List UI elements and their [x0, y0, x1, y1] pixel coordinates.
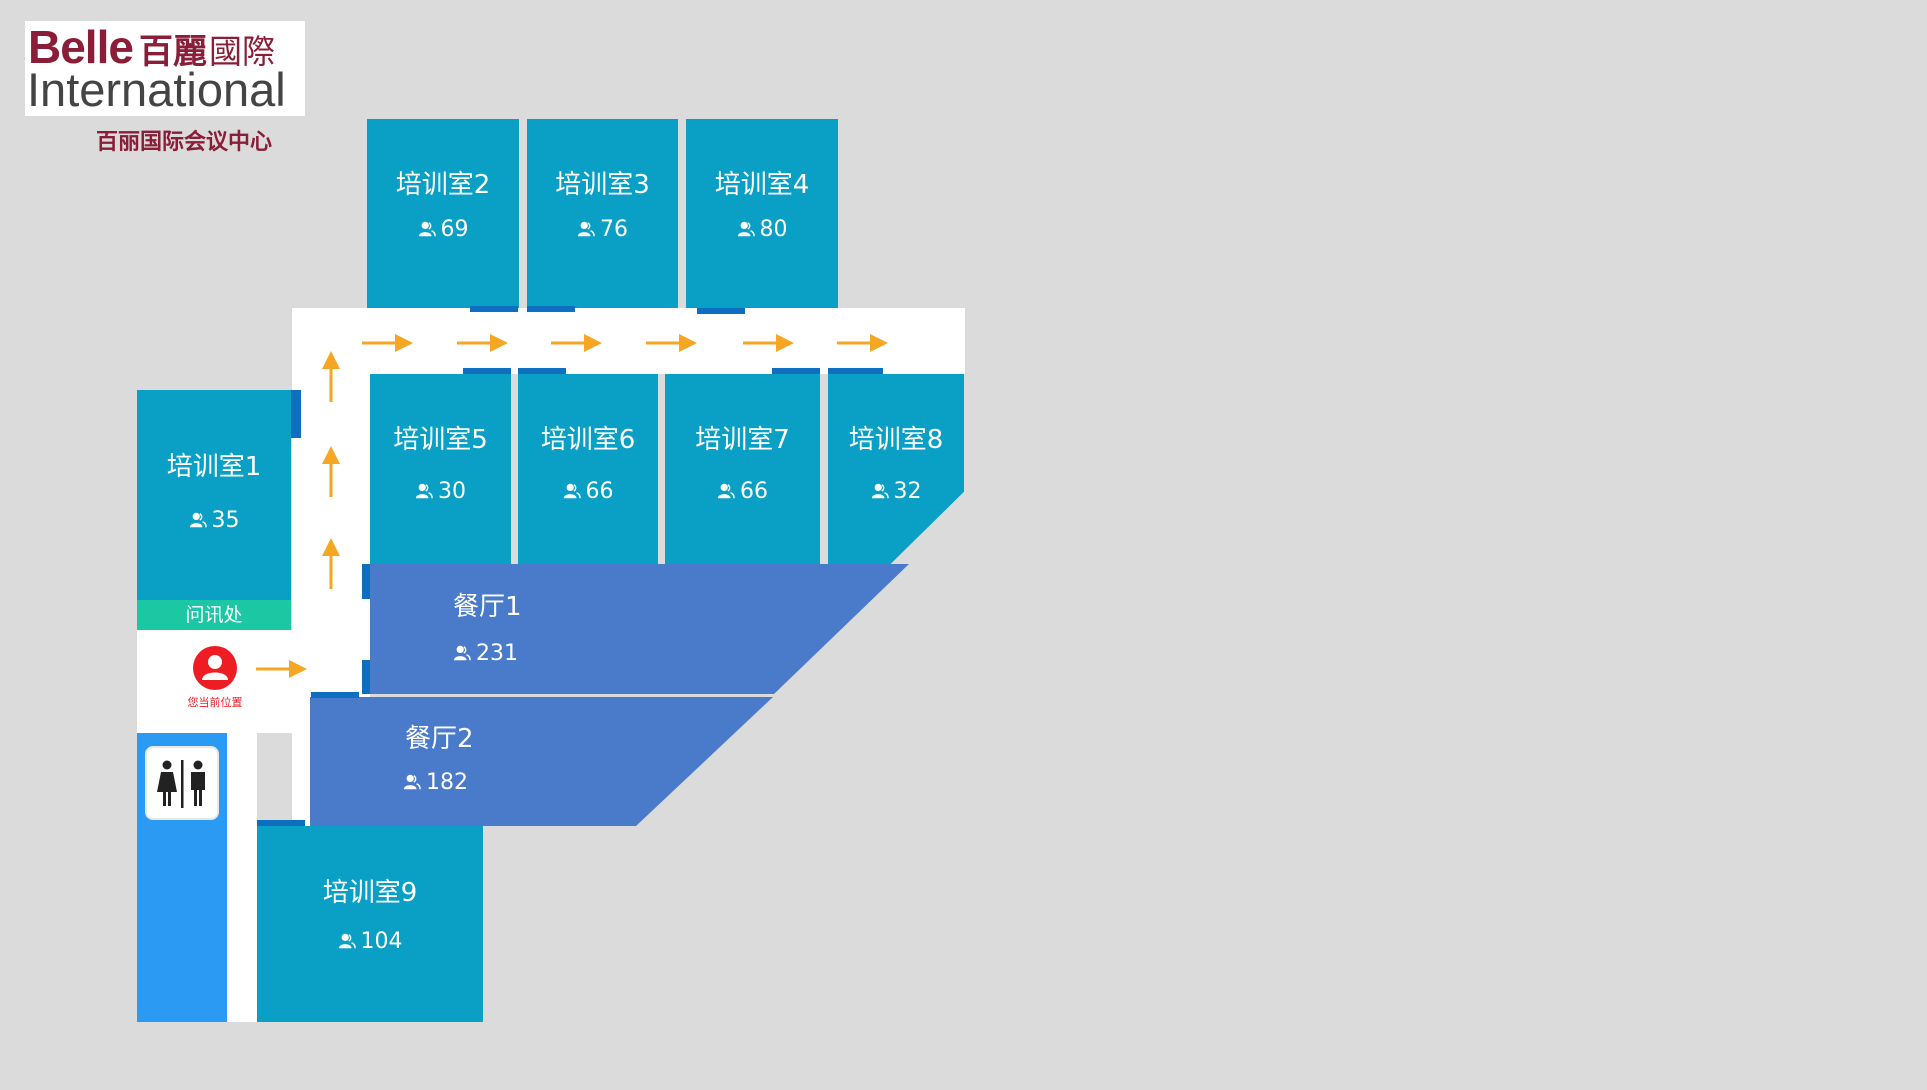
current-location-label: 您当前位置	[187, 696, 243, 709]
door-hall-2	[311, 692, 359, 698]
training-room-2[interactable]: 培训室2 69	[367, 119, 519, 308]
person-icon	[737, 221, 755, 237]
person-icon	[403, 774, 421, 790]
logo-brand-en: Belle	[28, 21, 134, 73]
door-room-8	[828, 368, 883, 374]
room-name: 培训室7	[695, 425, 790, 455]
capacity-value: 69	[440, 217, 469, 242]
person-pin-icon	[193, 646, 237, 690]
room-name: 培训室3	[555, 170, 650, 200]
room-name: 培训室1	[166, 452, 262, 482]
room-name: 培训室5	[393, 425, 488, 455]
restroom-icon	[145, 746, 219, 820]
room-name: 培训室4	[714, 170, 810, 200]
venue-subtitle: 百丽国际会议中心	[96, 130, 273, 155]
capacity-value: 35	[211, 508, 240, 533]
dining-hall-1-capacity: 231	[453, 641, 518, 667]
room-capacity: 76	[527, 217, 678, 243]
room-capacity: 66	[518, 479, 658, 505]
capacity-value: 231	[476, 641, 518, 666]
training-room-6[interactable]: 培训室6 66	[518, 374, 658, 564]
room-name: 培训室6	[540, 425, 636, 455]
training-room-5[interactable]: 培训室5 30	[370, 374, 511, 564]
info-desk: 问讯处	[137, 600, 291, 630]
logo-brand-cn-light: 國際	[208, 32, 275, 71]
door-room-4	[697, 308, 745, 314]
person-icon	[453, 645, 471, 661]
person-icon	[418, 221, 436, 237]
restroom-figures	[157, 760, 205, 808]
capacity-value: 182	[426, 770, 468, 795]
room-name: 培训室8	[848, 425, 944, 455]
capacity-value: 80	[759, 217, 788, 242]
logo-brand-sub: International	[27, 63, 286, 116]
training-room-3[interactable]: 培训室3 76	[527, 119, 678, 308]
capacity-value: 66	[740, 479, 768, 504]
training-room-4[interactable]: 培训室4 80	[686, 119, 838, 308]
capacity-value: 76	[600, 217, 628, 242]
dining-hall-1-name: 餐厅1	[453, 592, 522, 622]
training-room-7[interactable]: 培训室7 66	[665, 374, 820, 564]
training-room-1[interactable]: 培训室1 35	[137, 390, 291, 600]
person-icon	[871, 483, 889, 499]
room-capacity: 30	[370, 479, 511, 505]
training-room-9[interactable]: 培训室9 104	[257, 826, 483, 1022]
capacity-value: 104	[360, 929, 403, 954]
capacity-value: 66	[585, 479, 614, 504]
room-name: 培训室2	[395, 170, 491, 200]
door-room-7	[772, 368, 820, 374]
room-capacity: 69	[367, 217, 519, 243]
door-room-6	[518, 368, 566, 374]
capacity-value: 30	[438, 479, 466, 504]
person-icon	[415, 483, 433, 499]
dining-hall-2-name: 餐厅2	[405, 724, 474, 754]
person-icon	[717, 483, 735, 499]
door-room-1	[291, 390, 301, 438]
room-name: 培训室9	[322, 878, 418, 908]
door-room-5	[463, 368, 511, 374]
door-hall-1-upper	[362, 564, 370, 599]
person-icon	[577, 221, 595, 237]
dining-hall-1-shape[interactable]	[370, 564, 909, 694]
logo-brand-cn-bold: 百麗	[138, 32, 207, 72]
current-location-figure	[202, 655, 228, 680]
dining-hall-2-shape[interactable]	[310, 697, 773, 826]
person-icon	[338, 933, 356, 949]
room-capacity: 66	[665, 479, 820, 505]
room-capacity: 104	[257, 929, 483, 955]
door-room-2	[470, 306, 518, 312]
room-capacity: 32	[828, 479, 964, 505]
person-icon	[189, 512, 207, 528]
corridor-left-strip	[227, 630, 257, 1022]
room-capacity: 80	[686, 217, 838, 243]
door-room-9	[257, 820, 305, 826]
door-room-3	[527, 306, 575, 312]
door-hall-1-lower	[362, 660, 370, 694]
person-icon	[563, 483, 581, 499]
capacity-value: 32	[893, 479, 922, 504]
dining-hall-2-capacity: 182	[403, 770, 468, 796]
room-capacity: 35	[137, 508, 291, 534]
